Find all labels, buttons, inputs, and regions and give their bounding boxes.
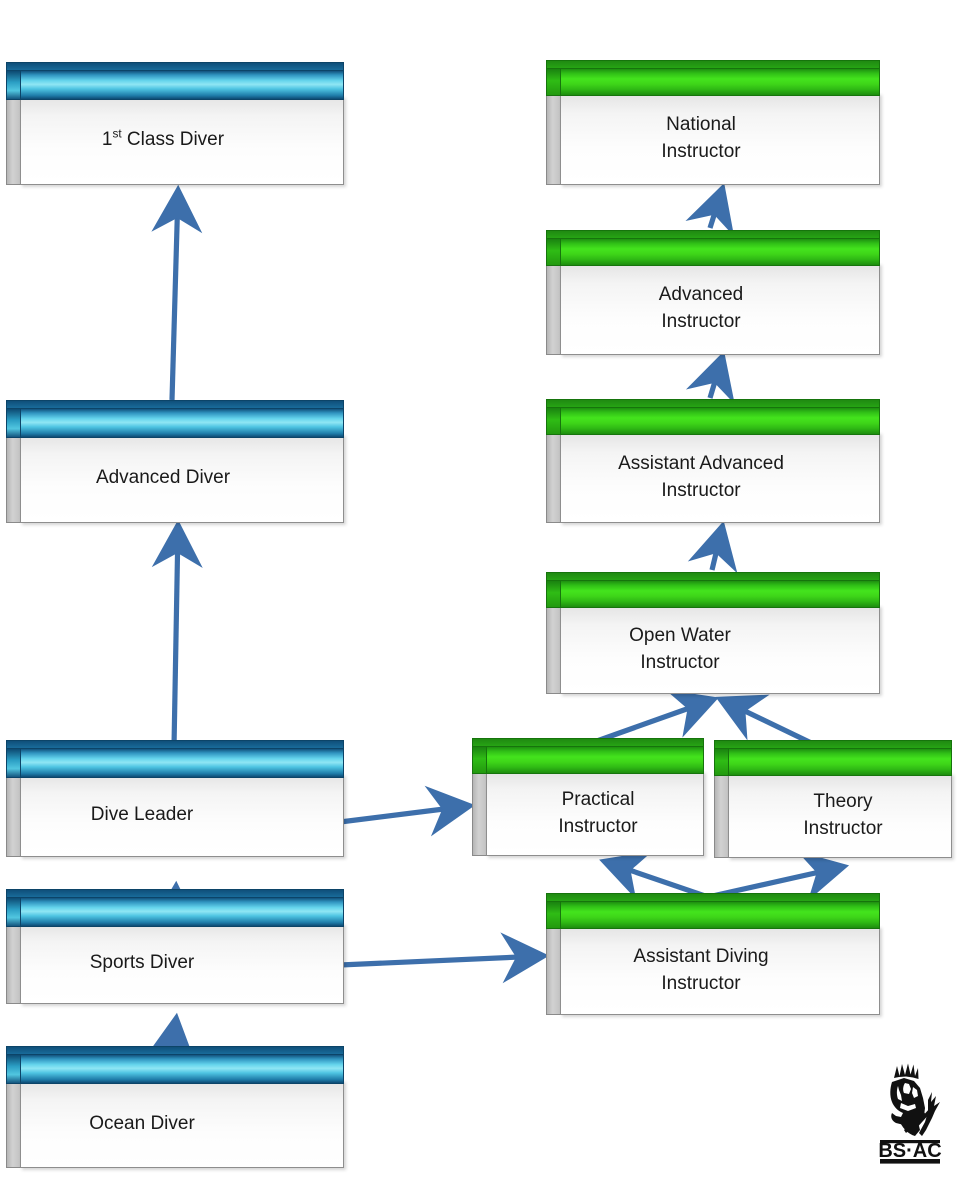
node-cap-green	[546, 399, 880, 435]
node-national-instructor[interactable]: National Instructor	[546, 60, 880, 185]
node-label-line: Assistant Diving	[633, 945, 769, 967]
node-label-line: National	[666, 114, 736, 136]
box-side-face	[6, 434, 20, 523]
node-body: 1st Class Diver	[20, 96, 344, 185]
bsac-wordmark: BS·AC	[878, 1140, 941, 1162]
node-cap-blue	[6, 1046, 344, 1084]
node-body: Assistant Diving Instructor	[560, 926, 880, 1015]
node-label-line: Dive Leader	[90, 804, 194, 826]
edge-assistant-diving-instructor-to-practical-instructor	[599, 851, 709, 900]
edge-open-water-instructor-to-assistant-advanced-instructor	[687, 520, 738, 574]
node-label-line: Advanced Diver	[95, 467, 231, 489]
node-body: Open Water Instructor	[560, 605, 880, 694]
node-label-line: Instructor	[803, 817, 883, 839]
node-cap-green	[714, 740, 952, 776]
node-cap-blue	[6, 889, 344, 927]
node-advanced-diver[interactable]: Advanced Diver	[6, 400, 344, 523]
superscript-st: st	[112, 127, 122, 141]
node-assistant-advanced-instructor[interactable]: Assistant Advanced Instructor	[546, 399, 880, 523]
node-cap-blue	[6, 62, 344, 100]
node-label-line: Instructor	[661, 972, 741, 994]
box-side-face	[546, 432, 560, 523]
node-label-line: Ocean Diver	[89, 1112, 195, 1134]
node-body: Ocean Diver	[20, 1080, 344, 1168]
edge-sports-diver-to-assistant-diving-instructor	[339, 932, 550, 984]
bsac-logo: BS·AC	[878, 1063, 942, 1164]
node-open-water-instructor[interactable]: Open Water Instructor	[546, 572, 880, 694]
node-body: Assistant Advanced Instructor	[560, 432, 880, 523]
node-body: National Instructor	[560, 93, 880, 185]
box-side-face	[546, 605, 560, 694]
box-side-face	[472, 771, 486, 856]
node-label-line: Instructor	[661, 141, 741, 162]
node-sports-diver[interactable]: Sports Diver	[6, 889, 344, 1004]
box-side-face	[546, 926, 560, 1015]
node-cap-green	[546, 572, 880, 608]
box-side-face	[6, 923, 20, 1004]
node-label-line: Instructor	[640, 651, 720, 673]
node-label-line: Practical	[561, 788, 635, 810]
box-side-face	[6, 96, 20, 185]
node-label-line: Instructor	[661, 311, 741, 332]
node-cap-blue	[6, 740, 344, 778]
node-label-line: Instructor	[558, 815, 638, 837]
node-label-line: 1st Class Diver	[101, 127, 225, 151]
node-label-line: Open Water	[629, 624, 731, 646]
node-body: Advanced Diver	[20, 434, 344, 523]
box-side-face	[546, 93, 560, 185]
edge-dive-leader-to-practical-instructor	[339, 785, 476, 837]
box-side-face	[6, 1080, 20, 1168]
node-dive-leader[interactable]: Dive Leader	[6, 740, 344, 857]
node-label-line: Instructor	[661, 479, 741, 501]
node-cap-green	[546, 230, 880, 266]
node-body: Practical Instructor	[486, 771, 704, 856]
node-body: Advanced Instructor	[560, 263, 880, 355]
node-label-line: Theory	[813, 790, 873, 812]
node-body: Sports Diver	[20, 923, 344, 1004]
node-theory-instructor[interactable]: Theory Instructor	[714, 740, 952, 858]
node-label-line: Assistant Advanced	[618, 452, 784, 474]
edge-assistant-advanced-instructor-to-advanced-instructor	[685, 351, 735, 405]
node-body: Theory Instructor	[728, 773, 952, 858]
node-cap-green	[546, 893, 880, 929]
node-label-line: Advanced	[658, 284, 744, 306]
box-side-face	[714, 773, 728, 858]
node-practical-instructor[interactable]: Practical Instructor	[472, 738, 704, 856]
node-advanced-instructor[interactable]: Advanced Instructor	[546, 230, 880, 355]
edge-advanced-diver-to-first-class-diver	[151, 184, 203, 401]
node-body: Dive Leader	[20, 774, 344, 857]
node-label-line: Sports Diver	[89, 952, 195, 974]
node-first-class-diver[interactable]: 1st Class Diver	[6, 62, 344, 185]
node-ocean-diver[interactable]: Ocean Diver	[6, 1046, 344, 1168]
node-assistant-diving-instructor[interactable]: Assistant Diving Instructor	[546, 893, 880, 1015]
node-cap-green	[546, 60, 880, 96]
edge-advanced-instructor-to-national-instructor	[685, 183, 735, 237]
node-cap-green	[472, 738, 704, 774]
node-cap-blue	[6, 400, 344, 438]
box-side-face	[546, 263, 560, 355]
box-side-face	[6, 774, 20, 857]
